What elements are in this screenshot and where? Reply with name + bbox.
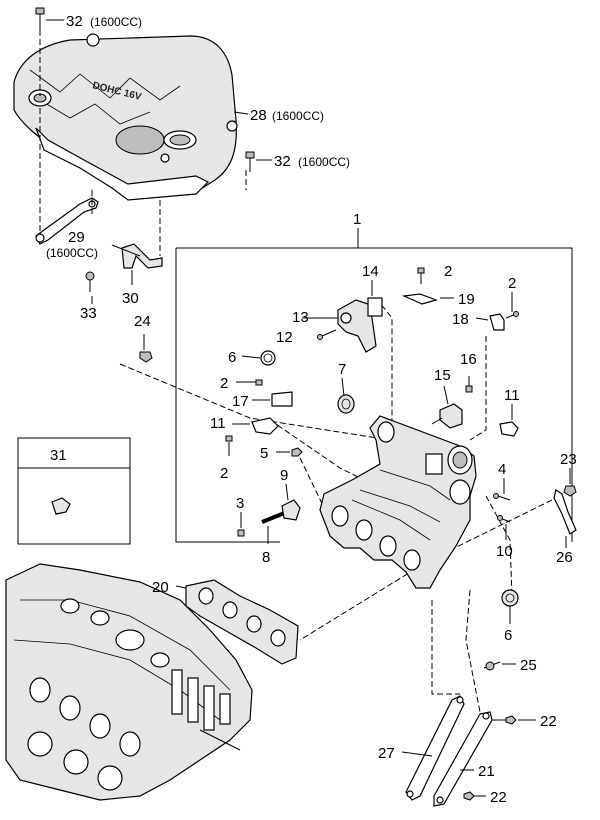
bolt-22-lower [463,791,486,801]
callout-8: 8 [262,549,270,566]
callout-28: 28 [250,107,267,124]
bracket-21 [433,711,493,807]
callout-29: 29 [68,229,85,246]
callout-26: 26 [556,549,573,566]
leader-lines [91,244,513,405]
bolt-2-mid [236,379,263,386]
gasket-19 [401,293,438,305]
callout-19: 19 [458,291,475,308]
callout-6-lower: 6 [504,627,512,644]
fitting-9 [281,483,301,521]
callout-25: 25 [520,657,537,674]
gasket-20 [185,579,299,665]
callout-5: 5 [260,445,268,462]
cylinder-head [5,563,253,801]
bolt-32-top [35,7,64,30]
bolt-2-left [225,435,233,456]
o-ring-6-upper [260,350,276,366]
callout-10: 10 [496,543,513,560]
flange-18 [489,311,519,331]
callout-12: 12 [276,329,293,346]
stud-25 [483,661,516,671]
bolt-32-right [245,151,272,172]
callout-2-top: 2 [444,263,452,280]
callout-11-left: 11 [210,415,226,432]
callout-2-mid: 2 [220,375,228,392]
callout-15: 15 [434,367,451,384]
bolt-4 [493,478,511,501]
bracket-30 [121,243,163,269]
callout-18: 18 [452,311,469,328]
callout-28-note: (1600CC) [272,109,324,123]
bolt-16 [465,376,473,393]
idle-speed-actuator [337,297,383,353]
bracket-17 [252,391,293,407]
callout-32-top-note: (1600CC) [90,15,142,29]
callout-30: 30 [122,290,139,307]
callout-2-left: 2 [220,465,228,482]
callout-16: 16 [460,351,477,368]
nut-24 [139,334,153,363]
bolt-33 [85,271,95,292]
callout-labels: 32 (1600CC) 28 (1600CC) 32 (1600CC) 29 (… [46,13,577,806]
callout-20: 20 [152,579,169,596]
callout-7: 7 [338,361,346,378]
nut-5 [276,447,303,457]
callout-32-right: 32 [274,153,291,170]
callout-6-upper: 6 [228,349,236,366]
callout-33: 33 [80,305,97,322]
callout-11-right: 11 [504,387,520,404]
seal-7 [337,394,355,414]
fitting-11-left [232,417,279,435]
callout-31: 31 [50,447,67,464]
callout-4: 4 [498,461,506,478]
callout-14: 14 [362,263,379,280]
callout-3: 3 [236,495,244,512]
callout-21: 21 [478,763,495,780]
bolt-22-upper [492,715,536,725]
bracket-26 [553,489,577,548]
callout-17: 17 [232,393,249,410]
sensor-15 [431,403,463,429]
callout-32-right-note: (1600CC) [298,155,350,169]
callout-24: 24 [134,313,151,330]
callout-27: 27 [378,745,395,762]
callout-2-right: 2 [508,275,516,292]
bolt-2-top [417,267,425,284]
callout-23: 23 [560,451,577,468]
callout-22-upper: 22 [540,713,557,730]
engine-cover: DOHC 16V [13,33,238,201]
bracket-29 [35,197,99,245]
callout-13: 13 [292,309,309,326]
group-box-1 [175,228,573,543]
callout-9: 9 [280,467,288,484]
callout-29-note: (1600CC) [46,246,98,260]
fitting-11-right [499,404,519,437]
o-ring-6-lower [501,589,519,624]
callout-32-top: 32 [66,13,83,30]
nut-23 [563,468,577,497]
bolt-10 [497,515,511,540]
callout-22-lower: 22 [490,789,507,806]
detail-box-31 [17,437,131,545]
bolt-3 [237,512,245,537]
intake-manifold [319,415,477,589]
bracket-27 [405,695,465,801]
callout-1: 1 [353,211,361,228]
